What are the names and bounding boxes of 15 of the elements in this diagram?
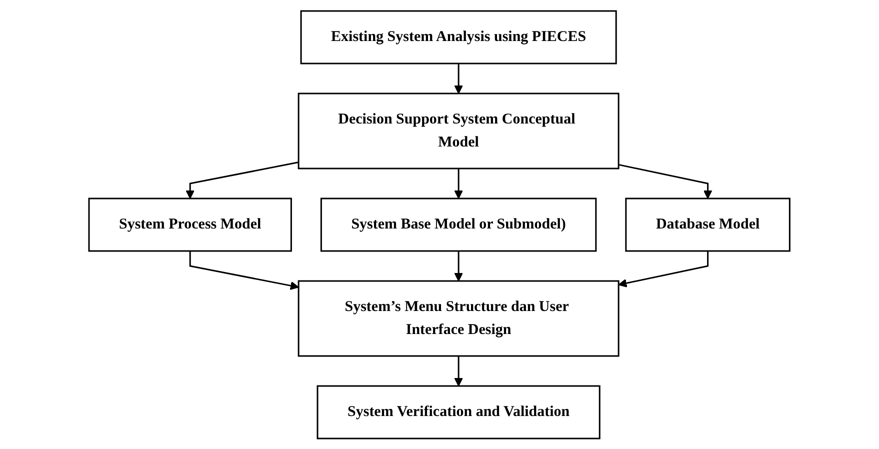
node-box: System’s Menu Structure dan User Interface Design bbox=[298, 280, 620, 356]
arrow bbox=[454, 356, 464, 386]
node-box: System Process Model bbox=[88, 198, 292, 252]
arrow bbox=[454, 168, 464, 199]
node-box: System Verification and Validation bbox=[316, 385, 601, 439]
node-box: Database Model bbox=[625, 198, 791, 252]
arrow bbox=[454, 250, 464, 282]
node-box: Existing System Analysis using PIECES bbox=[300, 10, 618, 64]
arrow bbox=[186, 161, 299, 199]
arrow bbox=[618, 250, 709, 288]
arrow bbox=[190, 250, 300, 290]
arrow bbox=[618, 164, 712, 199]
node-box: System Base Model or Submodel) bbox=[320, 198, 597, 252]
node-box: Decision Support System Conceptual Model bbox=[298, 92, 620, 169]
arrow bbox=[454, 63, 464, 94]
